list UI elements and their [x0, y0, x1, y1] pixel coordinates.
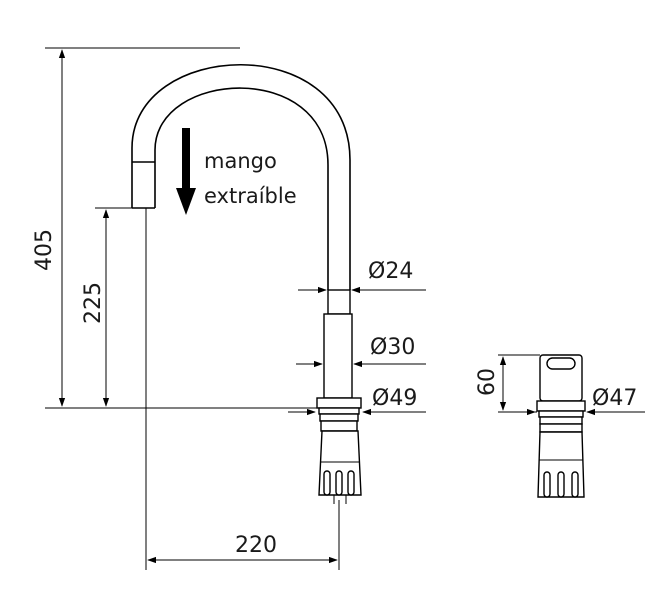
note-line-1: mango: [204, 149, 277, 173]
dia-30-label: Ø30: [370, 335, 415, 360]
dimension-dia-49: Ø49: [288, 386, 426, 416]
dimension-405-label: 405: [32, 229, 57, 271]
side-component-view: [536, 354, 586, 498]
note-line-2: extraíble: [204, 184, 297, 208]
base-ring-bottom: [320, 420, 358, 432]
faucet-body: [323, 313, 353, 399]
dimension-spout-height: 225: [81, 207, 132, 407]
side-base-ring-mid: [538, 410, 584, 418]
dimension-reach: 220: [145, 208, 340, 570]
dia-24-label: Ø24: [368, 259, 413, 284]
side-base-ring-low: [539, 416, 583, 425]
dimension-side-height: 60: [475, 354, 540, 413]
dimension-225-label: 225: [81, 282, 106, 324]
dimension-dia-24: Ø24: [298, 259, 426, 294]
base-ring-mid: [318, 407, 360, 415]
side-nut-slot-2: [557, 471, 565, 498]
base-ring-top: [316, 397, 362, 409]
dimension-total-height: 405: [32, 47, 330, 409]
dimension-220-label: 220: [235, 533, 277, 558]
dimension-60-label: 60: [475, 368, 500, 396]
base-ring-low: [319, 413, 359, 422]
spout-inner-curve: [154, 87, 329, 290]
nut-slot-3: [347, 470, 355, 496]
side-nut-slot-1: [543, 471, 551, 498]
down-arrow-icon: [176, 128, 196, 215]
dia-49-label: Ø49: [372, 386, 417, 411]
spout-neck: [327, 289, 351, 315]
dimension-side-dia-47: Ø47: [508, 386, 645, 416]
lever-slot: [546, 357, 576, 370]
faucet-front-view: [131, 63, 362, 504]
side-base-ring-top: [536, 400, 586, 412]
dia-47-label: Ø47: [592, 386, 637, 411]
side-nut-slot-3: [571, 471, 579, 498]
nut-slot-2: [335, 470, 343, 496]
side-base-ring-bottom: [539, 423, 583, 433]
nut-slot-1: [323, 470, 331, 496]
spout-outer-curve: [131, 63, 351, 290]
dimension-dia-30: Ø30: [296, 335, 426, 368]
